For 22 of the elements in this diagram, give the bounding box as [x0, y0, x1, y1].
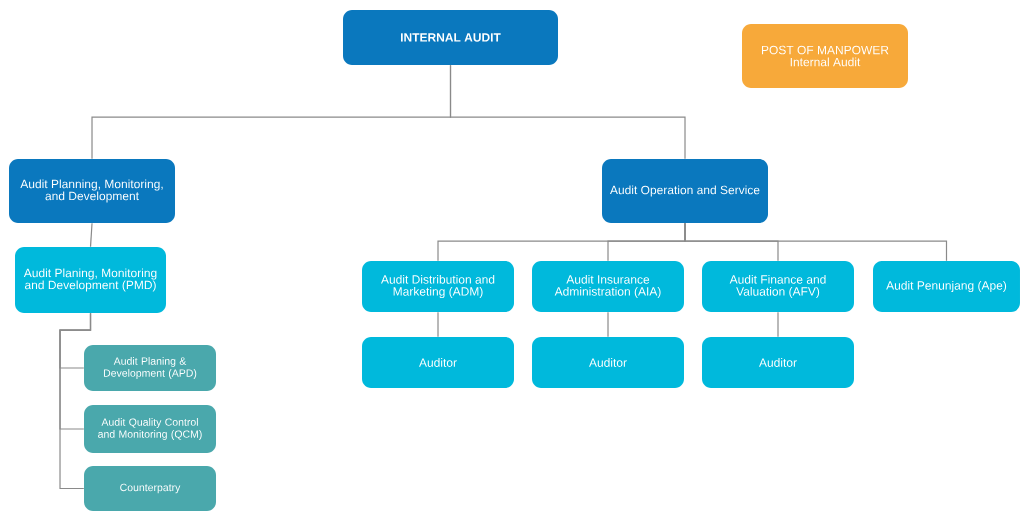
unit-box: Audit Distribution and Marketing (ADM) [362, 261, 514, 312]
unit-box: Audit Operation and Service [602, 159, 768, 223]
unit-box: Auditor [532, 337, 684, 388]
unit-box: Counterpatry [84, 466, 216, 511]
connector-line [59, 312, 92, 490]
connector-line [777, 311, 779, 338]
unit-box: Audit Planing, Monitoring and Development (PMD) [15, 247, 166, 313]
connector-line [684, 222, 948, 262]
unit-box: Audit Finance and Valuation (AFV) [702, 261, 854, 312]
connector-line [437, 311, 439, 338]
note-box: POST OF MANPOWER Internal Audit [742, 24, 908, 88]
connector-line [607, 311, 609, 338]
unit-box: Audit Planning, Monitoring, and Development [9, 159, 175, 223]
unit-box: Auditor [362, 337, 514, 388]
unit-box: Audit Quality Control and Monitoring (QCM) [84, 405, 216, 453]
connector-line [449, 64, 686, 160]
unit-box: Audit Penunjang (Ape) [873, 261, 1020, 312]
unit-box: Audit Insurance Administration (AIA) [532, 261, 684, 312]
unit-box: INTERNAL AUDIT [343, 10, 558, 65]
unit-box: Auditor [702, 337, 854, 388]
unit-box: Audit Planing & Development (APD) [84, 345, 216, 391]
connector-line [89, 222, 93, 248]
